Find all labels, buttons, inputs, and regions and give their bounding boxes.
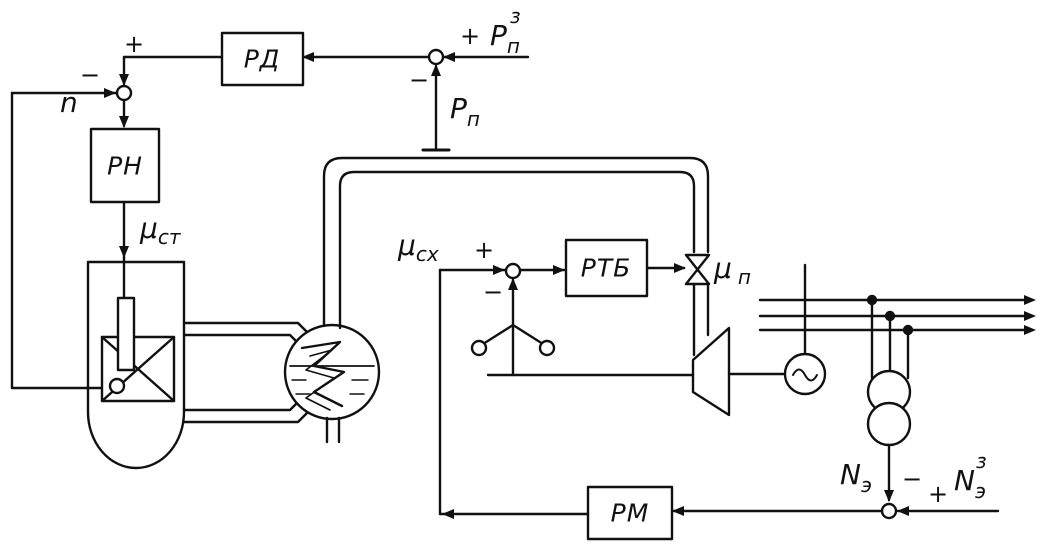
neutron-detector (108, 377, 126, 395)
p-setpoint-sup: з (510, 4, 521, 28)
n-e-setpoint-sup: з (976, 449, 987, 473)
turbine-valve (684, 253, 711, 286)
n-e-main: N (840, 458, 861, 491)
block-rn-label: РН (107, 152, 143, 181)
mu-st-main: μ (139, 212, 158, 245)
mu-p-sub: п (738, 265, 751, 289)
pressure-feedback-arrow (431, 64, 441, 76)
n-e-setpoint-plus-sign: + (928, 480, 948, 508)
to-rd-arrow (302, 52, 314, 62)
p-main: P (450, 92, 467, 125)
measuring-transformer-lower (866, 401, 912, 447)
mu-st-label: μст (139, 212, 182, 249)
pressure-feedback-minus-sign: − (409, 66, 429, 94)
n-e-setpoint-main: N (954, 464, 975, 497)
grid-bus-2-arrow (1024, 311, 1036, 321)
block-rtb (564, 238, 649, 298)
to-rn-arrow (119, 116, 129, 128)
reactor-vessel (86, 260, 186, 470)
mu-sx-sub: сх (416, 242, 439, 266)
n-e-label: Nэ (840, 458, 872, 497)
steam-line-outer (322, 156, 710, 328)
to-n-junction-arrow (119, 74, 129, 86)
p-label: Pп (450, 92, 480, 131)
pressure-setpoint-loop: РД + Pпз − Pп + (119, 4, 530, 152)
mu-sx-arrow (493, 265, 505, 275)
power-regulator-loop: РМ (438, 268, 884, 541)
mu-sx-main: μ (397, 229, 416, 262)
grid-bus-1-arrow (1024, 295, 1036, 305)
n-e-setpoint-sub: э (975, 479, 986, 503)
block-rm (586, 485, 674, 541)
steam-line-inner (338, 170, 696, 330)
mechanism-arm-left (481, 323, 515, 346)
p-sub: п (467, 107, 480, 131)
mechanism-arm-right (511, 323, 545, 346)
mu-st-sub: ст (158, 225, 182, 249)
p-setpoint-plus-sign: + (460, 22, 480, 50)
n-e-setpoint-arrow (897, 506, 909, 516)
to-rm-arrow (672, 506, 684, 516)
n-e-minus-sign: − (902, 465, 922, 493)
mu-sx-label: μсх (397, 229, 439, 266)
n-feedback-minus-sign: − (80, 61, 100, 89)
mechanism-minus-sign: − (483, 278, 503, 306)
steam-generator-shell (283, 323, 381, 421)
power-summing-junction (880, 502, 898, 520)
mechanism-feedback-arrow (508, 278, 518, 290)
block-rm-label: РМ (611, 499, 650, 528)
turbine-summing-junction (504, 262, 522, 280)
mu-p-main: μ (713, 252, 732, 285)
turbine (691, 326, 731, 417)
cold-leg-inner (182, 390, 310, 412)
mu-st-arrow (119, 246, 129, 258)
p-setpoint-main: P (490, 19, 507, 52)
n-e-sub: э (861, 473, 872, 497)
grid-bus-3-arrow (1024, 325, 1036, 335)
n-feedback-arrow (104, 88, 116, 98)
pressure-summing-junction (427, 48, 445, 66)
rtb-to-valve-arrow (674, 263, 686, 273)
n-label: n (60, 86, 78, 119)
p-setpoint-sub: п (507, 34, 520, 58)
generator-sine-symbol (792, 368, 818, 382)
steam-generator (283, 323, 381, 444)
mechanism-weight-left (470, 339, 488, 357)
p-setpoint-arrow (443, 52, 455, 62)
rm-output-arrow (442, 509, 454, 519)
block-rd-label: РД (244, 45, 281, 74)
sg-heat-exchanger-coil (300, 340, 346, 408)
p-setpoint-label: Pпз (490, 4, 521, 58)
sg-heat-exchanger-coil-inner (305, 349, 335, 411)
mechanism-weight-right (538, 339, 556, 357)
block-rd (220, 31, 305, 87)
generator-and-grid: Nэ − + Nэз (758, 263, 1036, 520)
neutron-power-loop: РН − n μст (10, 61, 182, 390)
n-e-setpoint-label: Nэз (954, 449, 987, 503)
to-rtb-arrow (553, 265, 565, 275)
reactor (86, 260, 186, 470)
block-rtb-label: РТБ (581, 254, 632, 283)
main-steam-line (322, 156, 710, 330)
control-rod (116, 296, 136, 372)
n-e-feedback-arrow (884, 490, 894, 502)
mu-sx-plus-sign: + (474, 236, 494, 264)
rd-output-plus-sign: + (124, 30, 144, 58)
neutron-summing-junction (115, 84, 133, 102)
